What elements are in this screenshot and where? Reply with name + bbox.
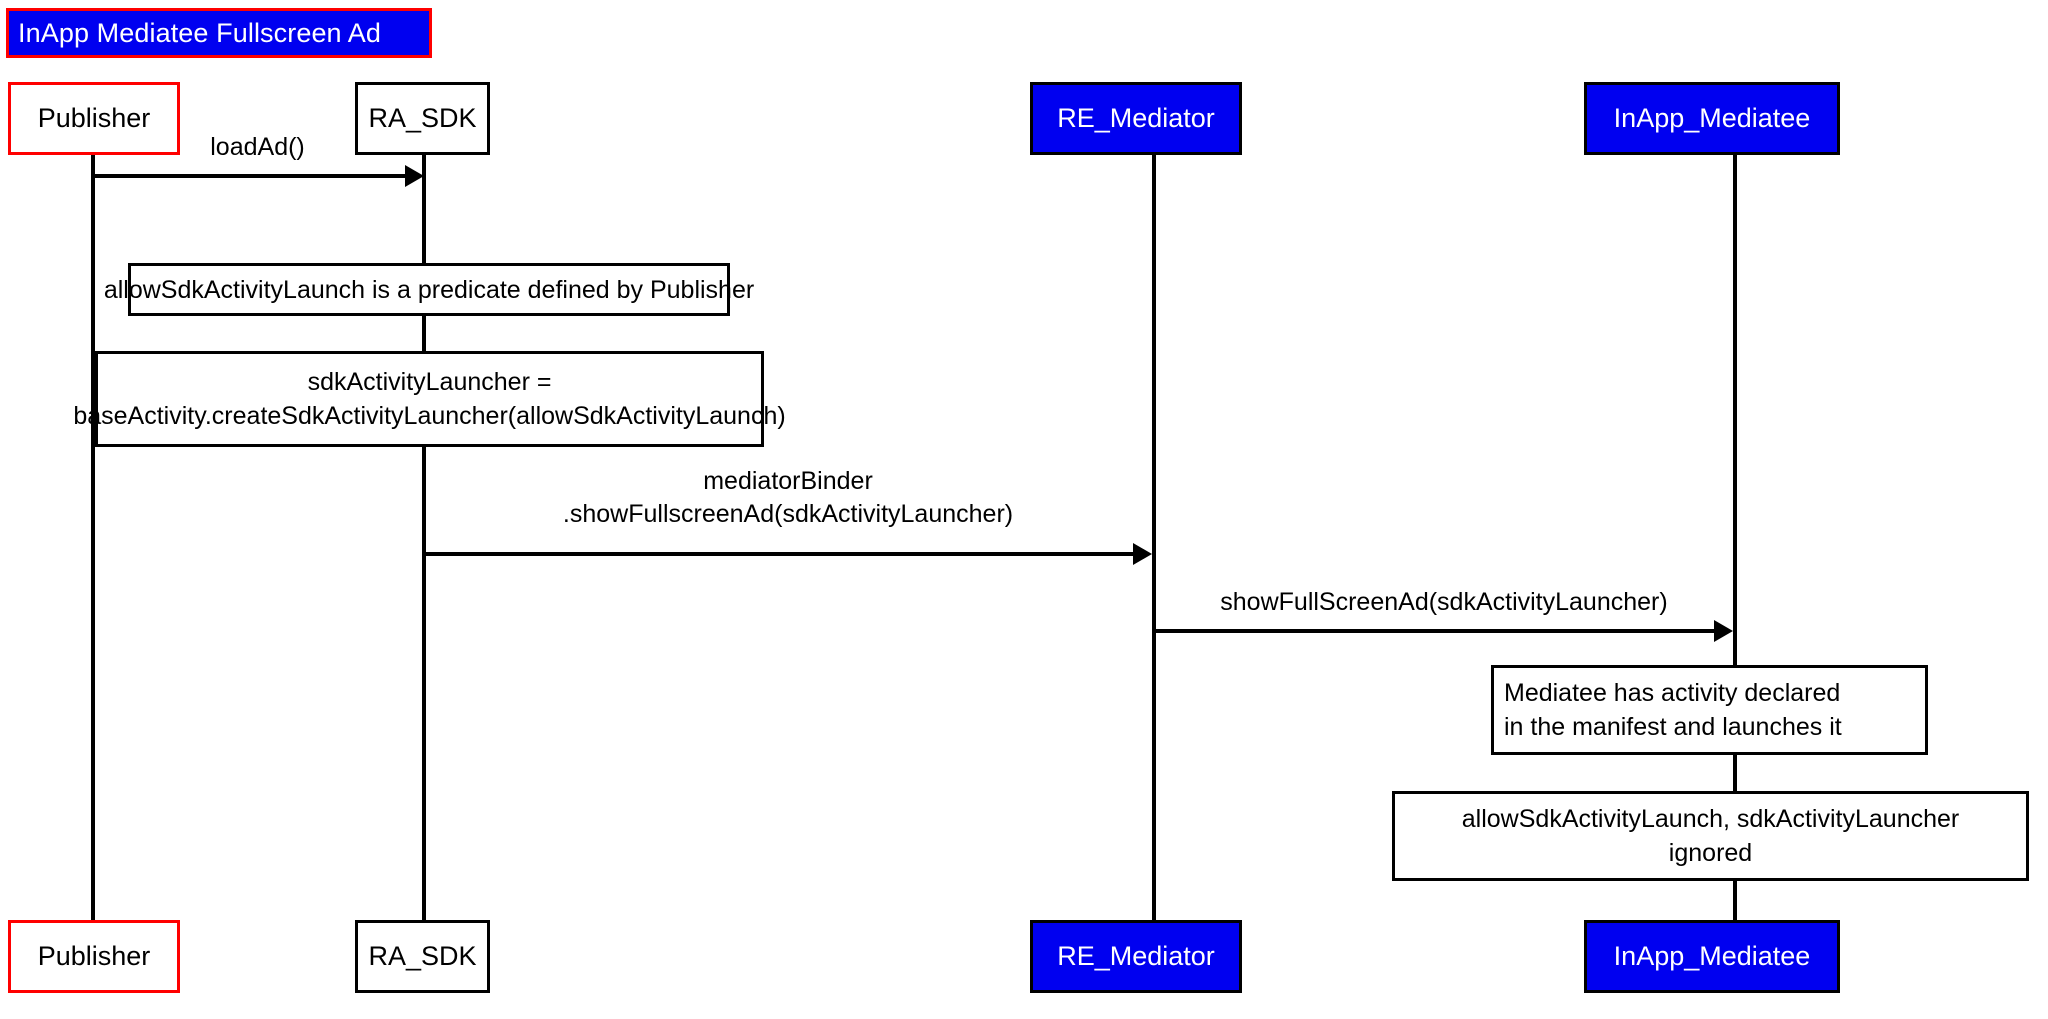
message-line-show-full-screen-ad <box>1154 629 1714 633</box>
message-label-show-fullscreen-ad: mediatorBinder .showFullscreenAd(sdkActi… <box>562 467 1014 528</box>
lifeline-publisher <box>91 155 95 920</box>
message-label-load-ad: loadAd() <box>210 133 305 161</box>
lifeline-ra-sdk <box>422 155 426 920</box>
lifeline-re-mediator <box>1152 155 1156 920</box>
message-label-show-full-screen-ad: showFullScreenAd(sdkActivityLauncher) <box>1220 588 1668 616</box>
participant-top-publisher[interactable]: Publisher <box>8 82 180 155</box>
note-launcher-creation: sdkActivityLauncher = baseActivity.creat… <box>73 351 786 447</box>
participant-top-ra-sdk[interactable]: RA_SDK <box>355 82 490 155</box>
message-arrowhead-show-fullscreen-ad <box>1133 543 1152 565</box>
note-manifest: Mediatee has activity declared in the ma… <box>1491 665 1928 755</box>
message-arrowhead-show-full-screen-ad <box>1714 620 1733 642</box>
message-arrowhead-load-ad <box>405 165 424 187</box>
participant-top-re-mediator[interactable]: RE_Mediator <box>1030 82 1242 155</box>
lifeline-inapp-mediatee <box>1733 155 1737 920</box>
note-ignored: allowSdkActivityLaunch, sdkActivityLaunc… <box>1392 791 2029 881</box>
message-line-load-ad <box>93 174 405 178</box>
diagram-title: InApp Mediatee Fullscreen Ad <box>6 8 432 58</box>
participant-bottom-publisher[interactable]: Publisher <box>8 920 180 993</box>
note-predicate: allowSdkActivityLaunch is a predicate de… <box>104 263 754 316</box>
participant-top-inapp-mediatee[interactable]: InApp_Mediatee <box>1584 82 1840 155</box>
participant-bottom-inapp-mediatee[interactable]: InApp_Mediatee <box>1584 920 1840 993</box>
participant-bottom-ra-sdk[interactable]: RA_SDK <box>355 920 490 993</box>
participant-bottom-re-mediator[interactable]: RE_Mediator <box>1030 920 1242 993</box>
message-line-show-fullscreen-ad <box>424 552 1133 556</box>
